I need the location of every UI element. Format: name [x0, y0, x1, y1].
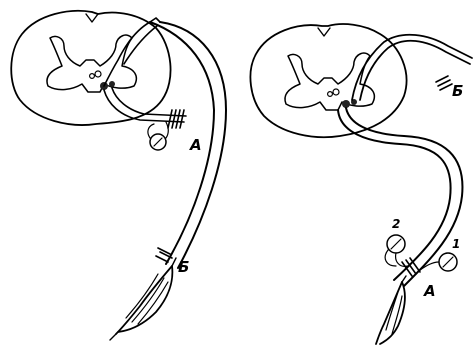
spinal-cord-outline-right [250, 24, 406, 137]
left-panel: A Б [11, 11, 226, 340]
muscle-right [376, 276, 406, 344]
spinal-cord-outline-left [11, 11, 170, 125]
electrode-1: 1 [420, 237, 460, 271]
label-b-right: Б [452, 82, 463, 100]
stimulus-site-a-left: A [148, 110, 202, 154]
label-a-right: A [423, 282, 436, 300]
recording-site-b-right: Б [436, 76, 463, 100]
electrode-2: 2 [385, 217, 408, 266]
label-a-left: A [189, 136, 202, 154]
label-b-left: Б [178, 258, 189, 276]
label-electrode-1: 1 [452, 237, 460, 251]
grey-matter-right [285, 53, 374, 110]
muscle-left [110, 258, 176, 340]
right-panel: Б A 1 2 [250, 24, 472, 344]
label-electrode-2: 2 [392, 217, 400, 231]
motor-neuron-right [342, 100, 350, 108]
grey-matter-left [47, 35, 136, 92]
peripheral-nerve-right [346, 108, 462, 286]
